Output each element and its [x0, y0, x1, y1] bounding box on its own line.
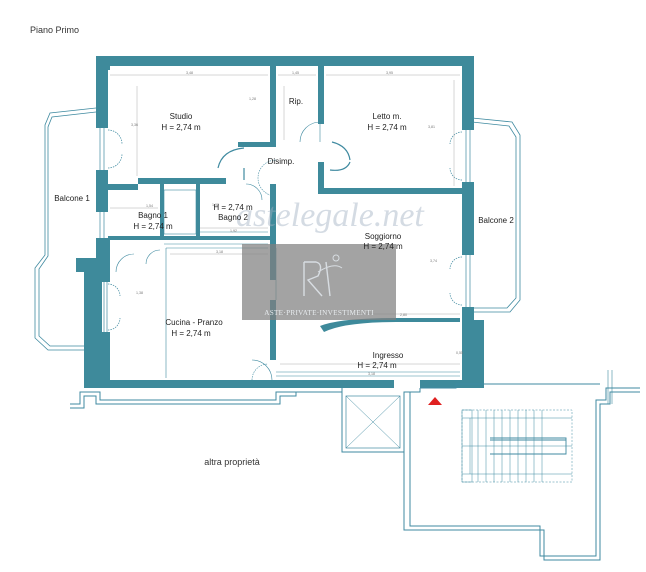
watermark: astelegale.net ASTE·PRIVATE·INVESTIMENTI — [236, 197, 425, 320]
disimpegno-arc — [217, 141, 351, 180]
dim-soggiorno-h: 3,74 — [430, 259, 437, 263]
watermark-logo-box — [242, 244, 396, 320]
room-bagno2-height: H = 2,74 m — [213, 203, 253, 212]
room-cucina-height: H = 2,74 m — [171, 329, 211, 338]
dim-corr-h: 0,55 — [456, 351, 463, 355]
room-soggiorno-height: H = 2,74 m — [363, 242, 403, 251]
room-bagno1-name: Bagno 1 — [138, 211, 168, 220]
room-disimp-name: Disimp. — [268, 157, 295, 166]
watermark-site-text: astelegale.net — [236, 197, 425, 234]
dim-studio-w: 3,48 — [186, 71, 193, 75]
balcony-right — [471, 117, 521, 313]
dim-rip-h: 1,28 — [249, 97, 256, 101]
neighbor-property-label: altra proprietà — [204, 457, 260, 467]
dim-bagno1-w: 1,54 — [146, 204, 153, 208]
balcony-left-label: Balcone 1 — [54, 194, 90, 203]
dim-cucina-w: 3,18 — [216, 250, 223, 254]
dim-rip-w: 1,45 — [292, 71, 299, 75]
interior-walls — [108, 62, 468, 360]
ingresso-outline — [276, 371, 460, 377]
dim-letto-h: 3,81 — [428, 125, 435, 129]
balcony-left — [34, 107, 97, 351]
room-bagno2-name: Bagno 2 — [218, 213, 248, 222]
balcony-right-label: Balcone 2 — [478, 216, 514, 225]
room-letto-height: H = 2,74 m — [367, 123, 407, 132]
room-ingresso-height: H = 2,74 m — [357, 361, 397, 370]
floor-title: Piano Primo — [30, 25, 79, 35]
watermark-logo-icon — [303, 254, 343, 297]
dim-bagno2-w: 1,92 — [230, 229, 237, 233]
neighbor-outline — [70, 370, 640, 561]
room-letto-name: Letto m. — [373, 112, 402, 121]
room-bagno1-height: H = 2,74 m — [133, 222, 173, 231]
watermark-brand-line: ASTE·PRIVATE·INVESTIMENTI — [264, 309, 374, 317]
room-studio-height: H = 2,74 m — [161, 123, 201, 132]
room-ingresso-name: Ingresso — [373, 351, 404, 360]
interior-doors — [115, 121, 321, 381]
room-soggiorno-name: Soggiorno — [365, 232, 402, 241]
dim-studio-h: 3,36 — [131, 123, 138, 127]
window-openings — [96, 128, 474, 332]
dim-letto-w: 3,95 — [386, 71, 393, 75]
dim-bagno2-w2: 1,92 — [212, 203, 219, 207]
dim-ingresso-w2: 3,18 — [368, 372, 375, 376]
window-frames — [99, 128, 471, 332]
entrance-marker-icon — [428, 397, 442, 405]
room-studio-name: Studio — [170, 112, 193, 121]
dim-ingresso-w: 2,80 — [400, 313, 407, 317]
dim-cucina-h: 1,38 — [136, 291, 143, 295]
stairs — [461, 409, 573, 483]
dimension-labels: 3,48 1,45 3,95 3,36 1,28 3,81 1,54 1,92 … — [131, 71, 463, 376]
room-cucina-name: Cucina - Pranzo — [165, 318, 223, 327]
room-rip-name: Rip. — [289, 97, 303, 106]
room-labels: Studio H = 2,74 m Rip. Letto m. H = 2,74… — [54, 97, 514, 467]
